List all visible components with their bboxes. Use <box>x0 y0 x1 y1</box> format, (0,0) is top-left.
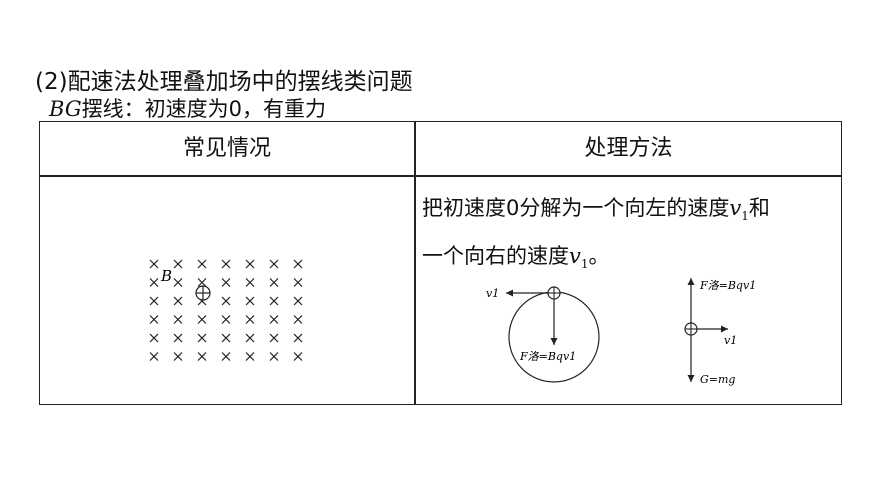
positive-charge-icon <box>547 286 561 300</box>
case-italic-label: BG <box>49 97 82 121</box>
field-cross-icon <box>269 296 279 306</box>
case-text: 摆线：初速度为0，有重力 <box>81 97 326 121</box>
field-cross-icon <box>293 296 303 306</box>
circular-motion-diagram: v1 F洛=Bqv1 <box>486 286 600 383</box>
method-line-1: 把初速度0分解为一个向左的速度v1和 <box>422 188 837 236</box>
field-cross-icon <box>149 315 159 324</box>
field-cross-icon <box>245 333 255 343</box>
field-cross-icon <box>293 259 303 269</box>
v-subscript-2: 1 <box>580 257 589 272</box>
field-cross-icon <box>269 259 279 269</box>
field-cross-icon <box>149 333 159 343</box>
field-cross-icon <box>269 278 279 287</box>
section-title: (2)配速法处理叠加场中的摆线类问题 <box>35 69 413 95</box>
field-cross-icon <box>269 315 279 324</box>
field-cross-icon <box>293 278 303 287</box>
field-cross-icon <box>173 315 183 324</box>
field-cross-icon <box>245 296 255 306</box>
field-cross-icon <box>173 259 183 269</box>
method-line2-suffix: 。 <box>588 244 610 269</box>
method-line1-text: 把初速度0分解为一个向左的速度 <box>422 196 730 220</box>
velocity-symbol-2: v1 <box>569 244 589 272</box>
field-cross-icon <box>173 333 183 343</box>
v1-label: v1 <box>486 287 499 300</box>
method-description: 把初速度0分解为一个向左的速度v1和 一个向右的速度v1。 <box>422 188 837 284</box>
velocity-symbol: v1 <box>729 196 749 224</box>
header-common-cases: 常见情况 <box>182 136 271 161</box>
case-description: BG摆线：初速度为0，有重力 <box>49 94 326 124</box>
force-analysis-diagram: F洛=Bqv1 v1 G=mg <box>684 278 756 386</box>
field-cross-icon <box>293 315 303 324</box>
field-cross-icon <box>269 333 279 343</box>
field-cross-icon <box>245 278 255 287</box>
field-cross-icon <box>149 278 159 287</box>
field-cross-icon <box>197 352 207 361</box>
field-cross-icon <box>197 278 207 287</box>
field-cross-icon <box>245 315 255 324</box>
field-cross-icon <box>149 352 159 361</box>
table-divider-vertical <box>414 122 416 404</box>
lorentz-force-label: F洛=Bqv1 <box>699 279 756 292</box>
table-divider-horizontal <box>40 175 841 177</box>
field-cross-icon <box>221 278 231 287</box>
field-cross-icon <box>293 333 303 343</box>
field-cross-icon <box>149 259 159 269</box>
lorentz-force-label: F洛=Bqv1 <box>519 350 576 363</box>
field-cross-icon <box>221 259 231 269</box>
field-cross-icon <box>173 278 183 287</box>
field-cross-icon <box>197 315 207 324</box>
field-cross-icon <box>221 333 231 343</box>
field-cross-icon <box>173 296 183 306</box>
field-label: B <box>160 267 172 285</box>
field-cross-icon <box>173 352 183 361</box>
method-table: 常见情况 处理方法 <box>39 121 842 405</box>
v1-label: v1 <box>724 334 737 347</box>
field-cross-icon <box>269 352 279 361</box>
field-cross-icon <box>221 296 231 306</box>
field-cross-icon <box>197 259 207 269</box>
field-cross-icon <box>293 352 303 361</box>
field-cross-icon <box>221 315 231 324</box>
field-cross-icon <box>245 259 255 269</box>
positive-charge-icon <box>195 285 211 301</box>
field-cross-icon <box>149 296 159 306</box>
v-letter-2: v <box>569 244 581 269</box>
v-subscript: 1 <box>741 209 749 224</box>
method-line1-suffix: 和 <box>748 196 770 220</box>
gravity-label: G=mg <box>700 373 735 386</box>
field-cross-icon <box>197 333 207 343</box>
field-cross-icon <box>245 352 255 361</box>
magnetic-field-diagram: B <box>149 259 303 361</box>
v-letter: v <box>729 196 742 220</box>
method-line-2: 一个向右的速度v1。 <box>422 236 837 284</box>
header-method: 处理方法 <box>584 136 673 161</box>
positive-charge-icon <box>684 322 698 336</box>
field-cross-icon <box>221 352 231 361</box>
method-line2-text: 一个向右的速度 <box>422 244 569 269</box>
